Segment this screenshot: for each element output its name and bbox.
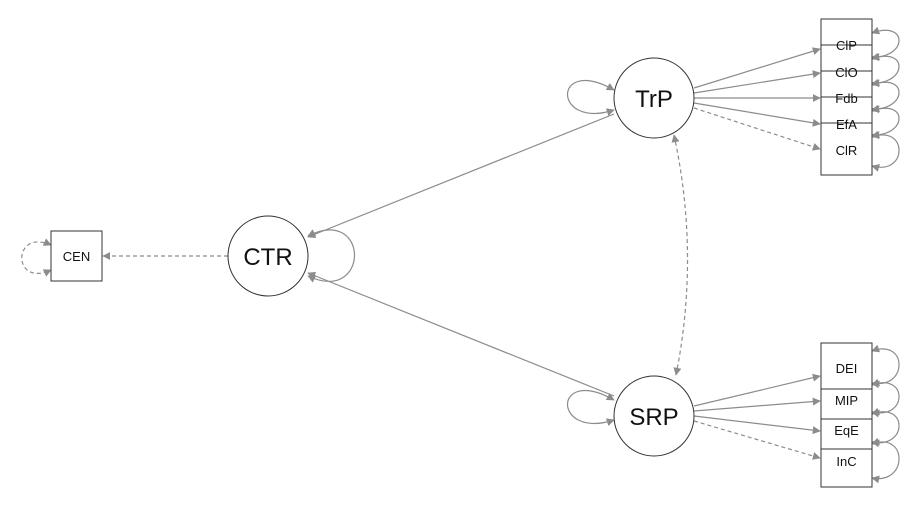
observed-mip-label: MIP xyxy=(835,393,858,408)
covariance-trp-srp xyxy=(671,134,689,376)
loading-srp-mip xyxy=(693,397,821,412)
observed-clp-label: ClP xyxy=(836,38,857,53)
variance-loop-ctr xyxy=(307,229,356,283)
observed-eqe-box xyxy=(820,418,873,455)
observed-inc-label: InC xyxy=(836,454,856,469)
observed-clr-label: ClR xyxy=(836,143,858,158)
loading-trp-clo xyxy=(693,70,821,94)
path-srp-to-ctr xyxy=(307,271,615,397)
observed-efa-label: EfA xyxy=(836,117,857,132)
observed-eqe-label: EqE xyxy=(834,423,859,438)
latent-ctr: CTR xyxy=(227,215,309,297)
observed-clr-box xyxy=(820,122,873,176)
loading-srp-inc xyxy=(693,420,821,460)
observed-dei-box xyxy=(820,342,873,394)
residual-loop-mip xyxy=(871,378,900,418)
latent-srp-circle xyxy=(613,375,695,457)
loading-srp-eqe xyxy=(693,415,821,435)
edges xyxy=(21,26,900,484)
loading-trp-clr xyxy=(693,107,821,151)
srp-indicator-stack: DEI MIP EqE InC xyxy=(820,342,873,488)
residual-loop-clo xyxy=(871,52,900,88)
latent-trp-circle xyxy=(613,57,695,139)
loading-trp-efa xyxy=(693,102,821,127)
latent-srp-label: SRP xyxy=(629,404,678,431)
residual-loop-efa xyxy=(871,104,900,140)
observed-cen-label: CEN xyxy=(63,249,90,264)
path-trp-to-ctr xyxy=(307,113,615,239)
observed-dei-label: DEI xyxy=(836,361,858,376)
observed-fdb-label: Fdb xyxy=(835,91,857,106)
latent-trp-label: TrP xyxy=(635,86,673,113)
residual-loop-fdb xyxy=(871,78,900,114)
observed-inc-box xyxy=(820,448,873,488)
observed-clo-label: ClO xyxy=(835,65,857,80)
latent-ctr-label: CTR xyxy=(243,244,292,271)
residual-loop-clr xyxy=(871,130,900,172)
variance-loop-trp xyxy=(567,79,615,117)
latent-trp: TrP xyxy=(613,57,695,139)
latent-srp: SRP xyxy=(613,375,695,457)
observed-cen-box xyxy=(50,230,103,282)
variance-loop-srp xyxy=(567,389,615,427)
residual-loop-eqe xyxy=(871,407,900,448)
residual-loop-clp xyxy=(871,26,900,62)
trp-indicator-stack: ClP ClO Fdb EfA ClR xyxy=(820,18,873,176)
residual-loop-inc xyxy=(871,437,900,484)
observed-cen: CEN xyxy=(50,230,103,282)
residual-loop-dei xyxy=(871,344,900,389)
residual-loop-cen xyxy=(21,238,52,277)
latent-ctr-circle xyxy=(227,215,309,297)
loading-srp-dei xyxy=(693,373,821,407)
loading-trp-clp xyxy=(693,47,821,89)
